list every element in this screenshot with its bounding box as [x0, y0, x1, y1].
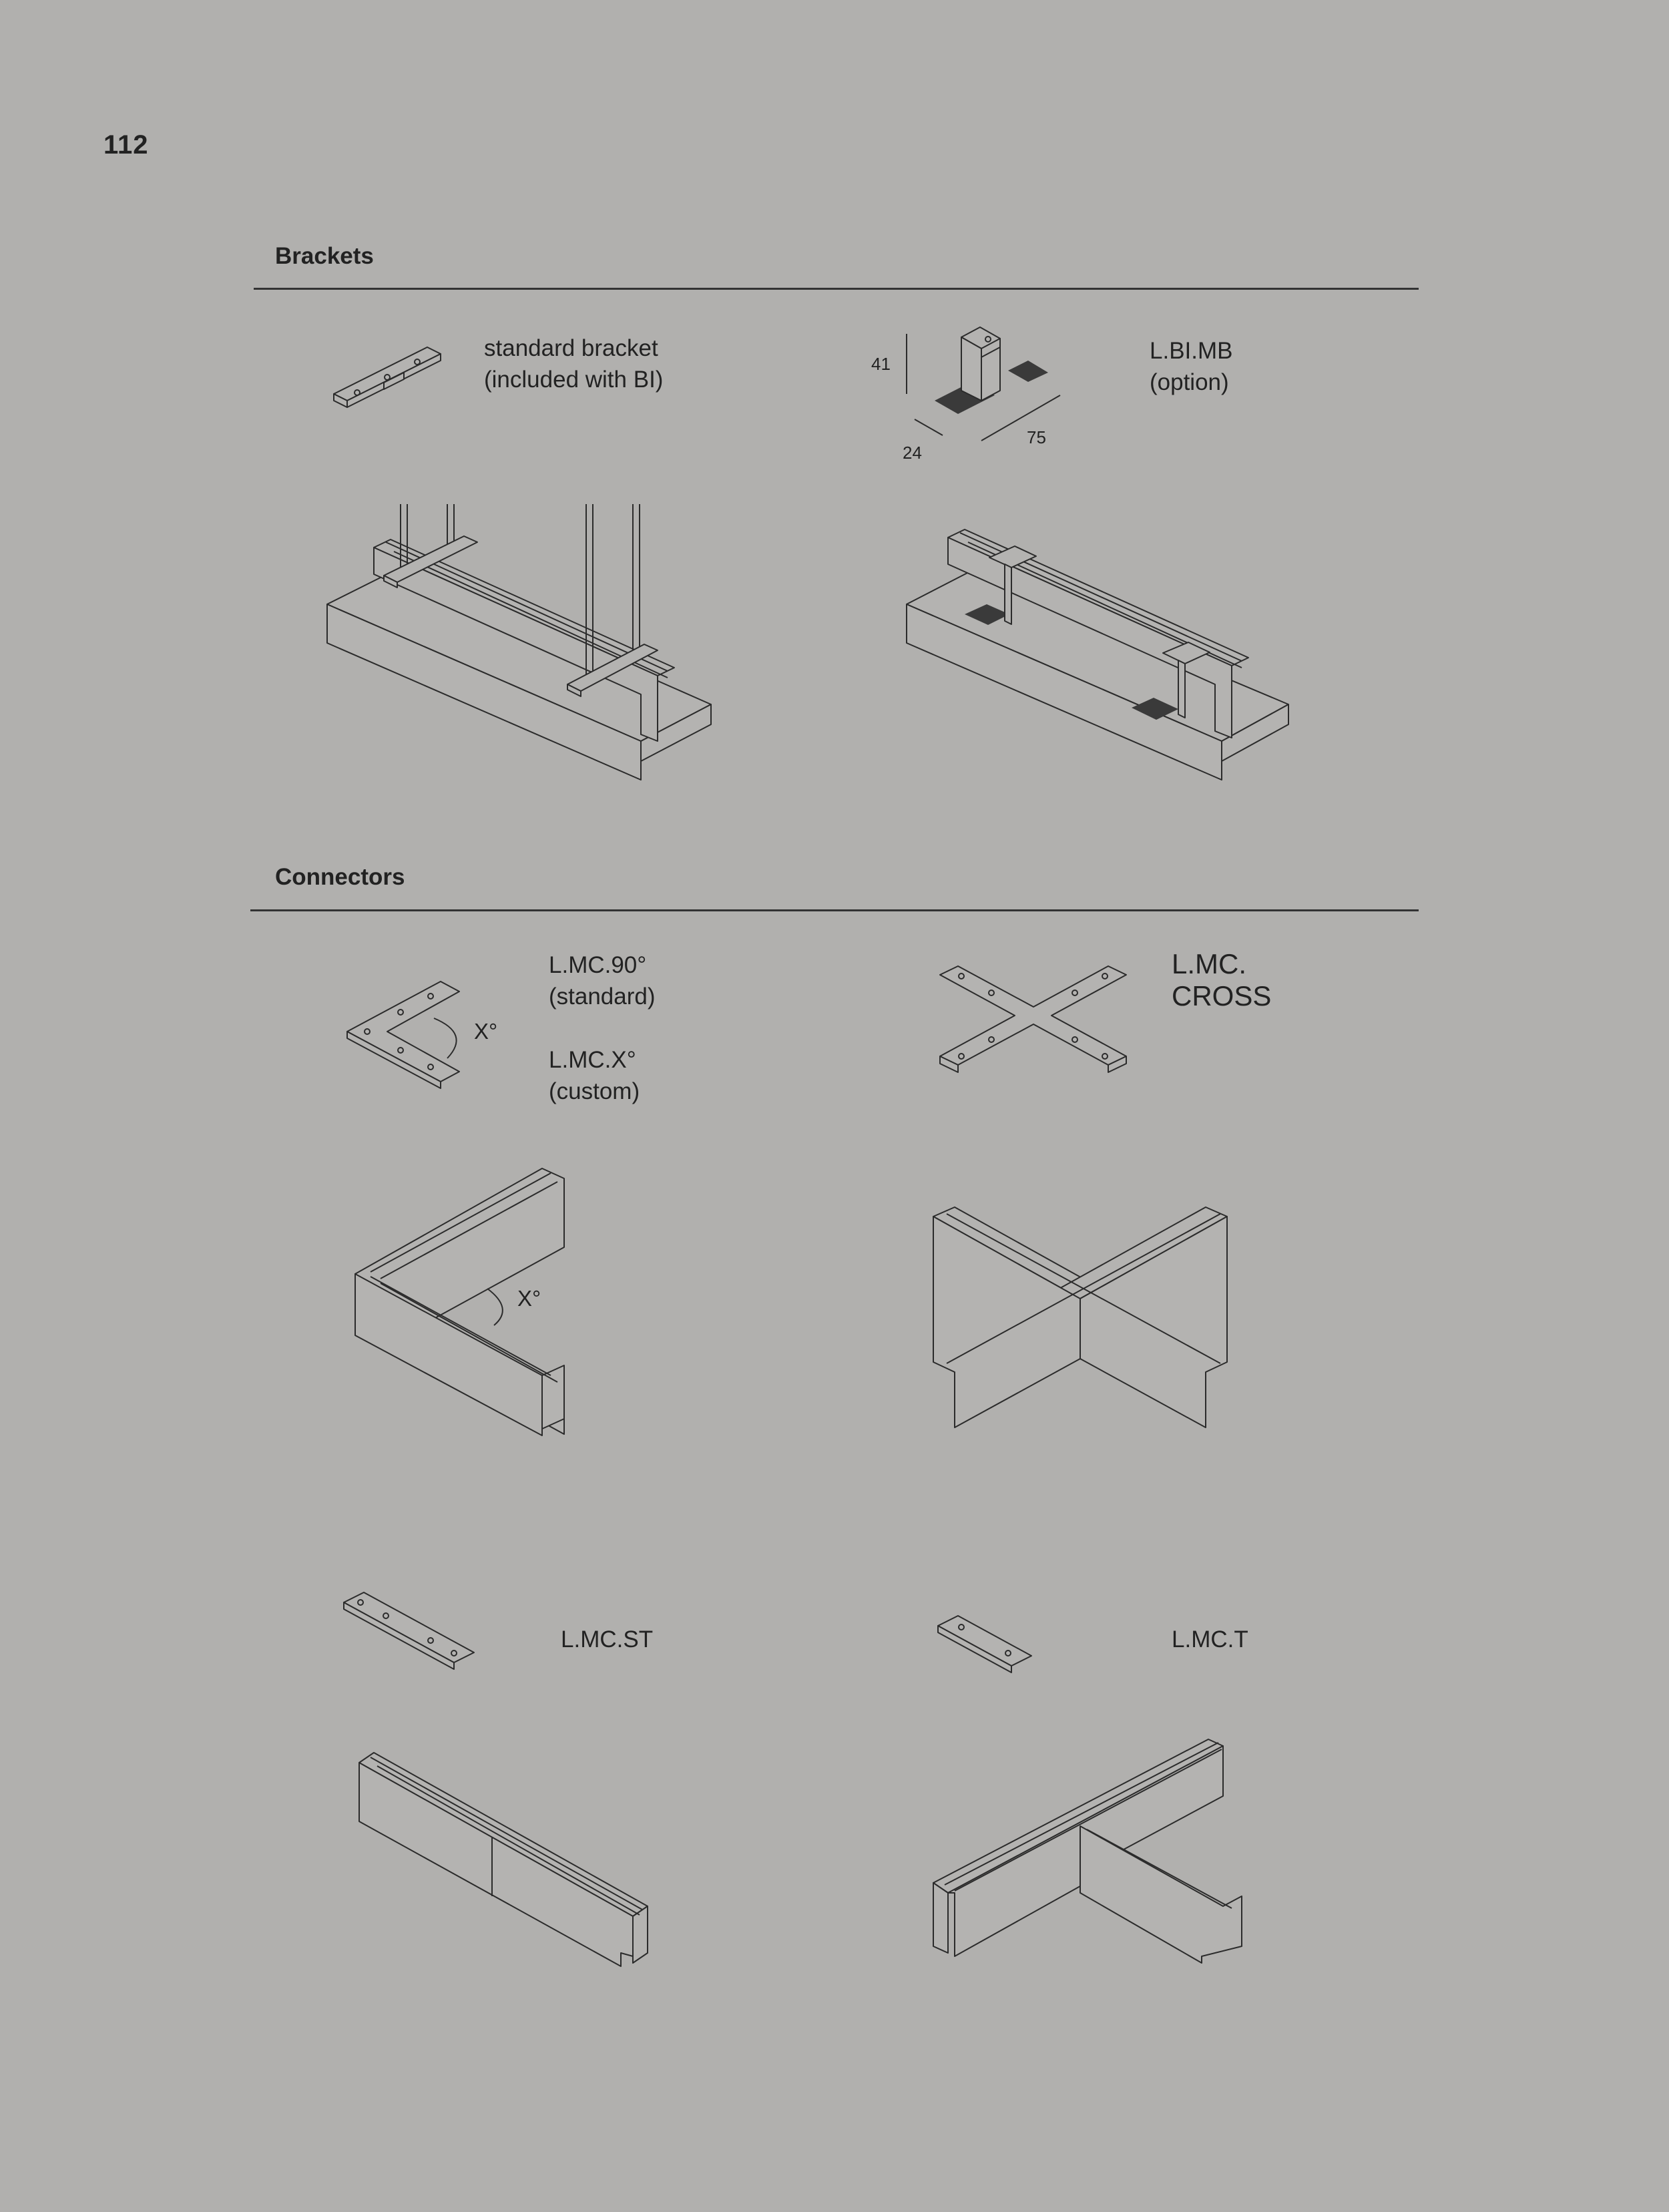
corner-custom-note: (custom)	[549, 1078, 640, 1104]
section-divider-connectors	[250, 909, 1419, 911]
straight-connector-label: L.MC.ST	[561, 1626, 654, 1652]
dimension-depth: 24	[903, 443, 922, 463]
standard-bracket-label: standard bracket (included with BI)	[484, 333, 663, 395]
corner-connector-label: L.MC.90° (standard) L.MC.X° (custom)	[549, 949, 656, 1107]
tee-connector-label: L.MC.T	[1172, 1626, 1248, 1652]
section-title-brackets: Brackets	[275, 243, 374, 269]
assembly-angle-label: X°	[517, 1286, 541, 1311]
standard-bracket-name: standard bracket	[484, 335, 658, 361]
dimension-width: 75	[1027, 427, 1046, 447]
mounting-bracket-label: L.BI.MB (option)	[1150, 335, 1232, 398]
cross-name-line2: CROSS	[1172, 980, 1272, 1012]
mounting-bracket-note: (option)	[1150, 369, 1229, 395]
standard-bracket-note: (included with BI)	[484, 367, 664, 393]
page-number: 112	[103, 130, 149, 160]
section-title-connectors: Connectors	[275, 864, 405, 890]
cross-connector-label: L.MC. CROSS	[1172, 948, 1271, 1012]
mounting-bracket-name: L.BI.MB	[1150, 338, 1233, 364]
angle-label-icon: X°	[474, 1019, 498, 1044]
corner-custom-name: L.MC.X°	[549, 1047, 636, 1073]
corner-standard-name: L.MC.90°	[549, 952, 647, 978]
cross-name-line1: L.MC.	[1172, 948, 1247, 979]
dimension-height: 41	[871, 354, 891, 374]
corner-standard-note: (standard)	[549, 983, 656, 1010]
section-divider-brackets	[254, 288, 1419, 290]
